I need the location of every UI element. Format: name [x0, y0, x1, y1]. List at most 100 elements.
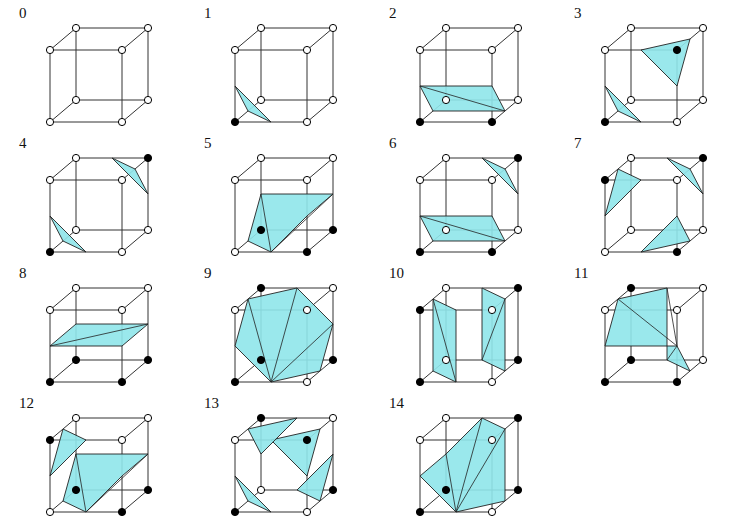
outside-vertex — [72, 154, 79, 161]
cube-edge — [50, 310, 122, 311]
outside-vertex — [46, 306, 53, 313]
iso-surface — [482, 288, 505, 371]
iso-surface — [641, 39, 690, 86]
triangle-edge — [667, 346, 677, 360]
inside-vertex — [601, 118, 608, 125]
inside-vertex — [46, 436, 53, 443]
case-number: 11 — [574, 266, 588, 281]
iso-surface — [420, 418, 505, 512]
outside-vertex — [601, 306, 608, 313]
outside-vertex — [673, 306, 680, 313]
outside-vertex — [257, 24, 264, 31]
outside-vertex — [673, 176, 680, 183]
outside-vertex — [231, 46, 238, 53]
cube-edge — [261, 158, 333, 159]
case-number: 6 — [389, 136, 397, 151]
triangle-edge — [446, 454, 456, 512]
cube-edge — [261, 28, 333, 29]
outside-vertex — [699, 284, 706, 291]
iso-surface — [605, 169, 641, 216]
inside-vertex — [329, 226, 336, 233]
outside-vertex — [442, 414, 449, 421]
cube-edge — [235, 28, 261, 50]
outside-vertex — [303, 306, 310, 313]
cube-edge — [148, 28, 149, 100]
cube-edge — [235, 180, 236, 252]
inside-vertex — [627, 356, 634, 363]
case-number: 8 — [19, 266, 27, 281]
outside-vertex — [118, 118, 125, 125]
cube-edge — [333, 28, 334, 100]
outside-vertex — [72, 226, 79, 233]
cube-edge — [518, 28, 519, 100]
outside-vertex — [231, 436, 238, 443]
outside-vertex — [144, 96, 151, 103]
cube-edge — [76, 28, 77, 100]
triangle-edge — [433, 299, 456, 382]
case-number: 12 — [19, 396, 34, 411]
triangle-edge — [456, 418, 482, 512]
cube-edge — [307, 100, 333, 122]
cube-edge — [235, 158, 261, 180]
iso-surface — [235, 476, 271, 512]
triangle-edge — [420, 86, 505, 111]
cube-edge — [50, 50, 122, 51]
outside-vertex — [257, 154, 264, 161]
iso-surface — [605, 288, 690, 371]
iso-surface — [235, 288, 333, 382]
case-number: 1 — [204, 6, 212, 21]
cube-edge — [420, 158, 446, 180]
cube-edge — [76, 360, 148, 361]
inside-vertex — [488, 118, 495, 125]
cube-edge — [76, 158, 77, 230]
inside-vertex — [144, 356, 151, 363]
cube-edge — [50, 158, 76, 180]
cube-edge — [235, 180, 307, 181]
case-number: 3 — [574, 6, 582, 21]
outside-vertex — [118, 248, 125, 255]
cube-edge — [122, 50, 123, 122]
outside-vertex — [329, 96, 336, 103]
cube-edge — [122, 360, 148, 382]
iso-surface — [50, 429, 86, 476]
inside-vertex — [303, 248, 310, 255]
outside-vertex — [303, 176, 310, 183]
inside-vertex — [514, 154, 521, 161]
iso-surface — [50, 324, 148, 346]
outside-vertex — [46, 46, 53, 53]
case-number: 14 — [389, 396, 404, 411]
outside-vertex — [231, 248, 238, 255]
cube-edge — [307, 50, 308, 122]
iso-surface — [420, 216, 505, 241]
outside-vertex — [303, 46, 310, 53]
iso-surface — [641, 216, 690, 252]
triangle-edge — [271, 288, 297, 382]
cube-edge — [122, 230, 148, 252]
iso-surface — [50, 216, 86, 252]
iso-surface — [248, 194, 333, 252]
inside-vertex — [46, 248, 53, 255]
inside-vertex — [627, 284, 634, 291]
outside-vertex — [442, 154, 449, 161]
outside-vertex — [488, 508, 495, 515]
cube-edge — [420, 50, 492, 51]
cube-edge — [122, 180, 123, 252]
outside-vertex — [514, 226, 521, 233]
outside-vertex — [329, 24, 336, 31]
triangle-edge — [618, 299, 677, 346]
cube-edge — [50, 100, 76, 122]
inside-vertex — [514, 356, 521, 363]
outside-vertex — [488, 306, 495, 313]
iso-surface — [420, 86, 505, 111]
outside-vertex — [303, 118, 310, 125]
inside-vertex — [144, 486, 151, 493]
iso-surface — [433, 299, 456, 382]
inside-vertex — [231, 508, 238, 515]
inside-vertex — [118, 508, 125, 515]
iso-surface — [667, 158, 703, 194]
outside-vertex — [514, 24, 521, 31]
outside-vertex — [118, 306, 125, 313]
outside-vertex — [488, 176, 495, 183]
iso-surface — [482, 158, 518, 194]
outside-vertex — [329, 154, 336, 161]
